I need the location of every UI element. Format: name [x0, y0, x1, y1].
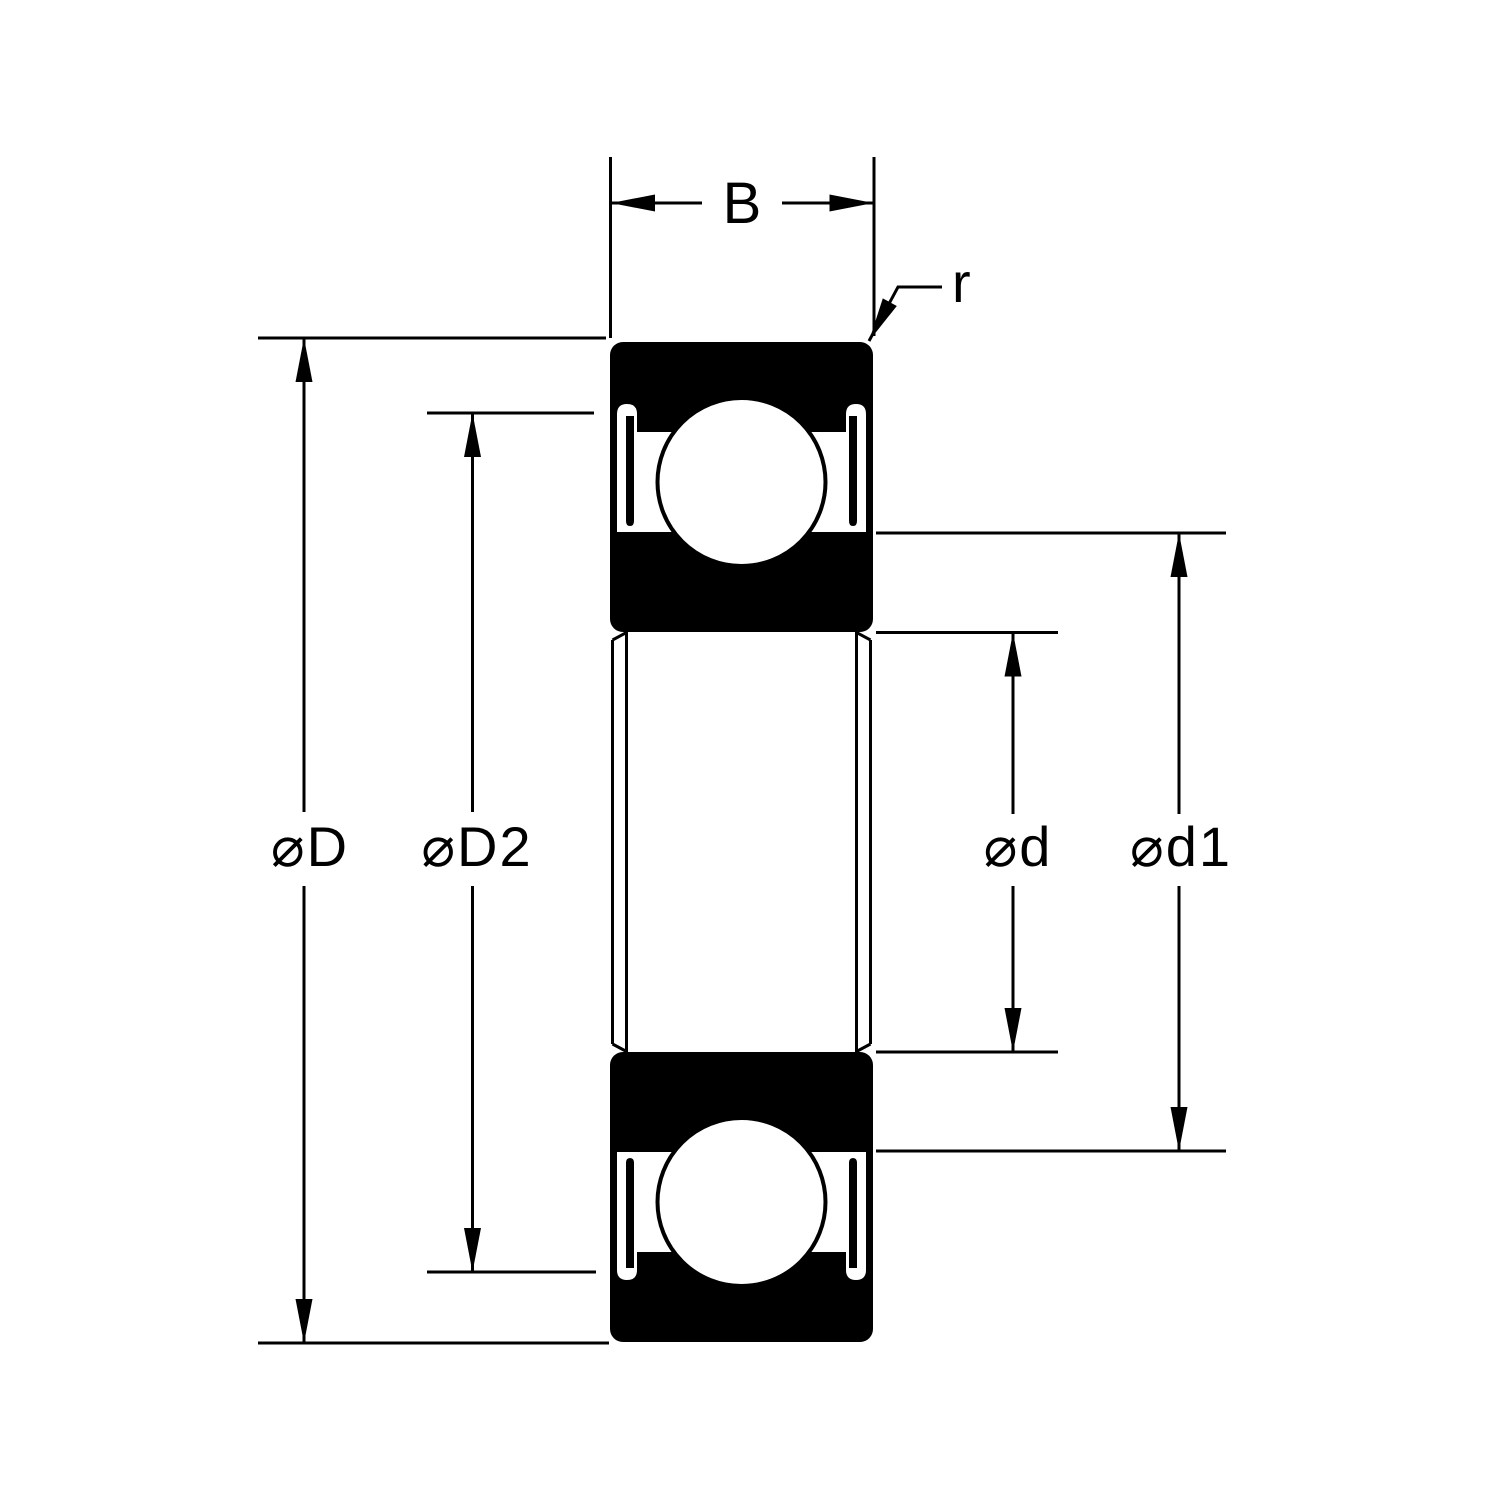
bore-chamfer-top-right: [855, 631, 872, 642]
bearing-top-half-section: [610, 342, 873, 632]
seal-lip-left: [626, 416, 634, 526]
bearing-bottom-half-section: [608, 1050, 875, 1344]
leader-corner-radius-r: r: [867, 251, 973, 342]
arrowhead-down: [1004, 1008, 1022, 1052]
dimension-D-label: ⌀D: [271, 815, 349, 878]
arrowhead: [869, 298, 897, 341]
dimension-shoulder-diameter-d1: ⌀d1: [876, 531, 1232, 1153]
arrowhead-left: [611, 194, 655, 212]
dimension-shoulder-diameter-D2: ⌀D2: [421, 411, 596, 1274]
bore-chamfer-bottom-right: [855, 1042, 872, 1053]
seal-lip-right: [849, 416, 857, 526]
bore-silhouette: [611, 631, 872, 1053]
arrowhead-down: [295, 1299, 313, 1343]
ball: [655, 396, 828, 568]
arrowhead-up: [464, 413, 481, 457]
arrowhead-down: [464, 1228, 481, 1272]
bore-chamfer-top-left: [611, 631, 628, 642]
arrowhead-right: [829, 194, 874, 212]
dimension-bore-diameter-d: ⌀d: [876, 631, 1058, 1054]
dimension-d-label: ⌀d: [984, 815, 1053, 878]
leader-r-label: r: [952, 251, 973, 314]
arrowhead-down: [1170, 1107, 1188, 1151]
arrowhead-up: [295, 338, 313, 382]
dimension-width-B: B: [609, 157, 876, 338]
dimension-B-label: B: [723, 171, 762, 236]
arrowhead-up: [1170, 533, 1188, 577]
arrowhead-up: [1004, 632, 1022, 677]
dimension-outer-diameter-D: ⌀D: [258, 336, 609, 1345]
bore-chamfer-bottom-left: [611, 1042, 628, 1053]
dimension-D2-label: ⌀D2: [421, 815, 532, 878]
dimension-d1-label: ⌀d1: [1130, 815, 1232, 878]
